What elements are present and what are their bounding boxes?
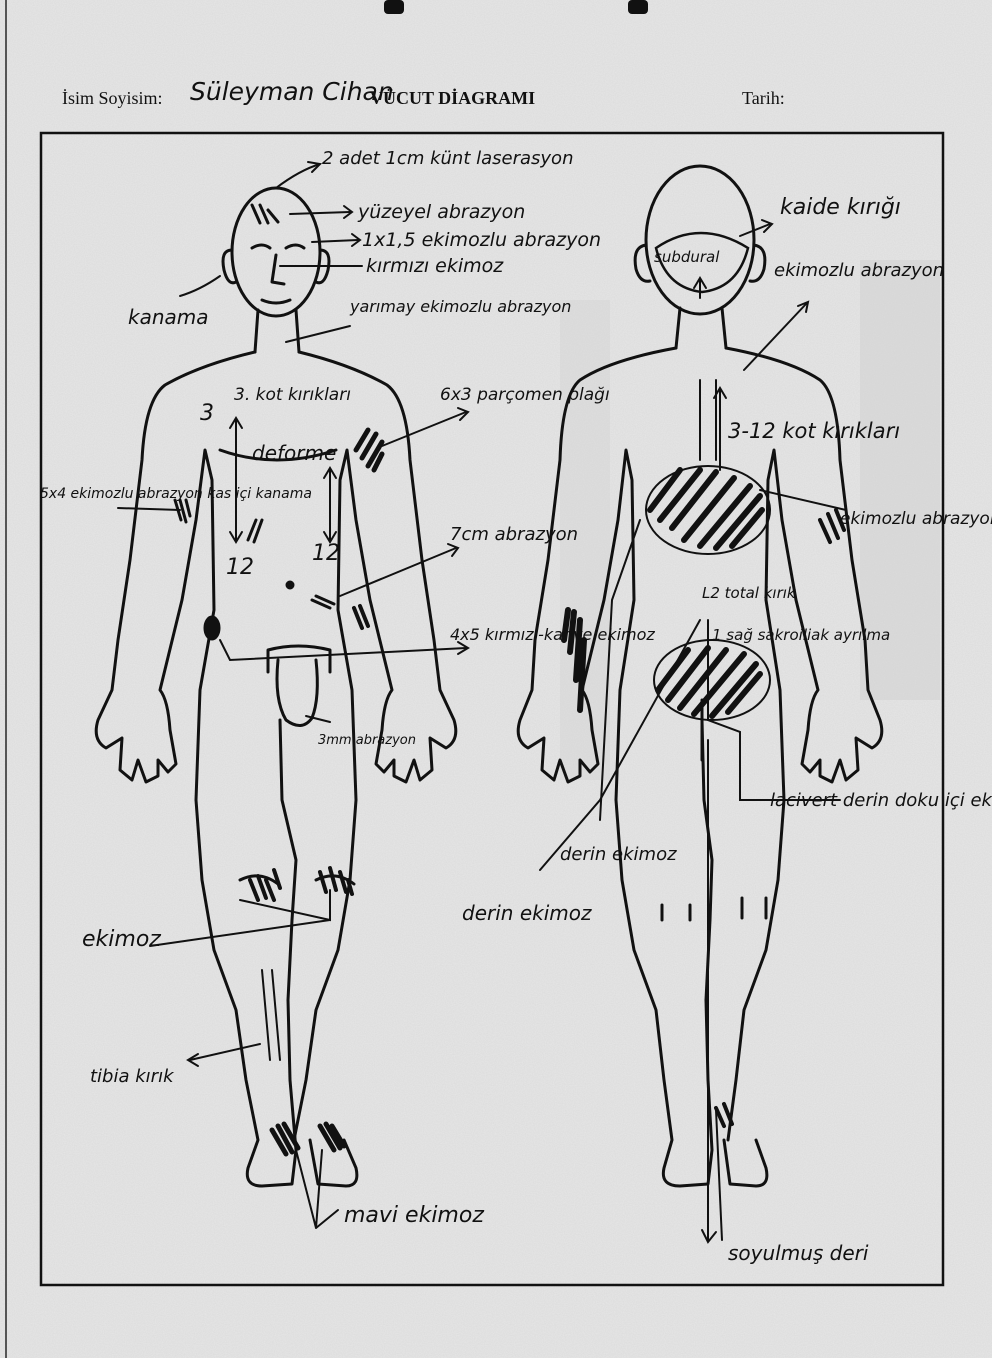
label-tire-plaque: 6x3 parçomen plağı <box>440 385 610 405</box>
date-label: Tarih: <box>742 88 785 108</box>
label-abrasion-7cm: 7cm abrazyon <box>450 524 578 545</box>
label-abrasion-3mm: 3mm abrazyon <box>318 733 416 748</box>
label-red-brown-4x5: 4x5 kırmızı-kahve ekimoz <box>450 625 655 644</box>
label-bleeding: kanama <box>128 305 209 329</box>
label-skull-base-fracture: kaide kırığı <box>780 195 901 220</box>
label-deformity: deforme <box>252 441 336 465</box>
label-l2-fracture: L2 total kırık <box>702 584 797 602</box>
label-rib-3: 3 <box>200 401 214 426</box>
form-title: VÜCUT DİAGRAMI <box>370 88 535 108</box>
label-laceration: 2 adet 1cm künt laserasyon <box>322 148 573 169</box>
label-degloving: soyulmuş deri <box>728 1241 869 1265</box>
label-navy-deep: lacivert derin doku içi ekimoz <box>770 790 992 811</box>
punch-mark <box>384 0 404 14</box>
label-tibia-fracture: tibia kırık <box>90 1066 175 1087</box>
label-superficial-abrasion: yüzeyel abrazyon <box>357 201 525 223</box>
label-ecchymotic-abrasion-back: ekimozlu abrazyon <box>774 260 944 281</box>
label-red-ecchymosis: kırmızı ekimoz <box>366 255 504 277</box>
label-subdural: subdural <box>654 248 720 266</box>
label-deep-ecchymosis-1: derin ekimoz <box>560 844 677 865</box>
name-label: İsim Soyisim: <box>62 88 163 108</box>
punch-mark <box>628 0 648 14</box>
label-ecchymotic-abrasion-arm: ekimozlu abrazyon <box>840 509 992 529</box>
label-ecchymosis-knee: ekimoz <box>82 927 161 952</box>
label-abrasion-5x4: 5x4 ekimozlu abrazyon kas içi kanama <box>40 486 312 502</box>
label-ecchymotic-abrasion-1: 1x1,5 ekimozlu abrazyon <box>362 229 601 251</box>
label-rib-12-left: 12 <box>226 555 254 580</box>
label-rib-fractures-back: 3-12 kot kırıkları <box>728 419 900 443</box>
label-deep-ecchymosis-2: derin ekimoz <box>462 901 592 925</box>
patient-name: Süleyman Cihan <box>190 77 394 106</box>
label-si-separation: 1 sağ sakroiliak ayrılma <box>712 626 890 644</box>
label-half-moon: yarımay ekimozlu abrazyon <box>349 297 571 316</box>
label-rib-fractures: 3. kot kırıkları <box>234 385 351 405</box>
label-blue-ecchymosis: mavi ekimoz <box>344 1203 484 1228</box>
label-rib-12-right: 12 <box>312 541 340 566</box>
